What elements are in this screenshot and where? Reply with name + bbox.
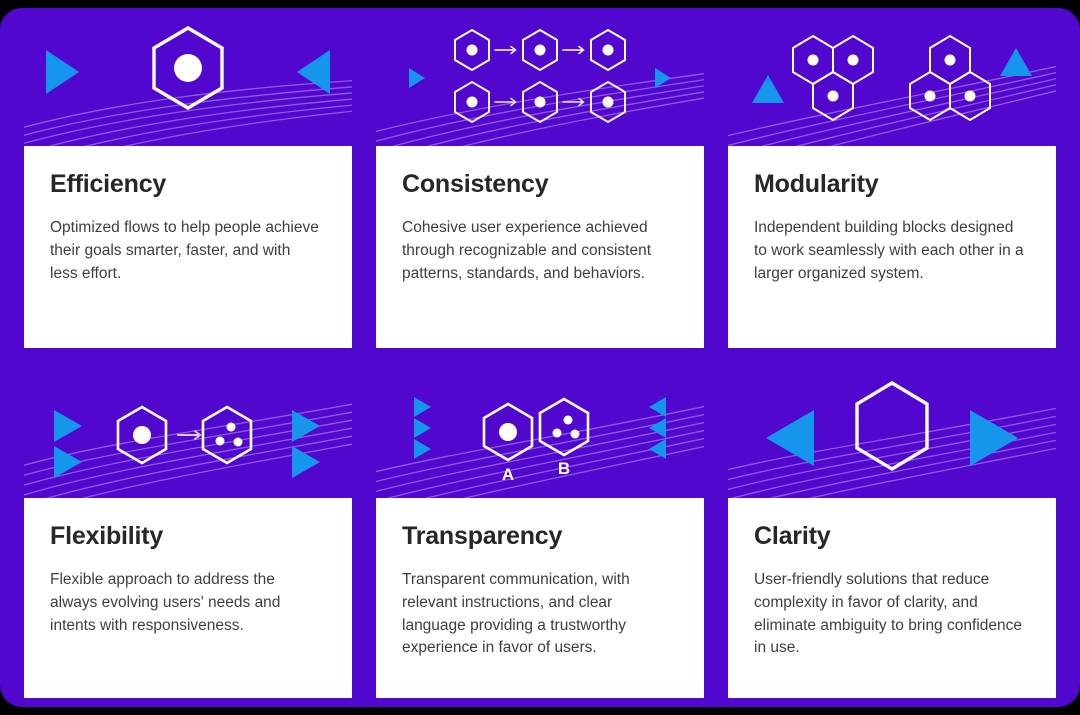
card-body-consistency: Consistency Cohesive user experience ach… (376, 146, 704, 348)
hexagon-dot (174, 54, 202, 82)
hexagon-dot (499, 423, 517, 441)
card-description: Independent building blocks designed to … (754, 219, 1024, 282)
hexagon-dot (226, 422, 236, 432)
hexagon-dot (233, 437, 243, 447)
hexagon-dot (466, 96, 478, 108)
arrow-right-icon (494, 97, 585, 107)
hexagon-cluster-left (792, 34, 874, 122)
triangle-right-icon (54, 446, 82, 478)
triangle-right-icon (54, 410, 82, 442)
hexagon-dot (602, 96, 614, 108)
card-consistency[interactable]: Consistency Cohesive user experience ach… (376, 10, 704, 348)
wave-lines (24, 80, 352, 146)
card-description: Cohesive user experience achieved throug… (402, 219, 652, 282)
wave-lines (728, 65, 1056, 146)
hexagon-dot (552, 428, 562, 438)
hexagon-dot (133, 426, 151, 444)
triangle-left-icon (649, 397, 666, 417)
triangle-up-icon (752, 75, 784, 103)
hexagon-dot (563, 415, 573, 425)
hexagon-dot (827, 90, 839, 102)
triangle-right-icon (414, 397, 431, 417)
hexagon-label-a: A (502, 465, 514, 484)
hexagon-dot (944, 54, 956, 66)
triangle-down-icon (1000, 48, 1032, 76)
triangle-left-icon (649, 418, 666, 438)
hexagon-dot (847, 54, 859, 66)
hexagon-row-top (454, 28, 626, 72)
card-clarity[interactable]: Clarity User-friendly solutions that red… (728, 364, 1056, 698)
card-body-transparency: Transparency Transparent communication, … (376, 498, 704, 698)
card-art-consistency (376, 10, 704, 146)
triangle-right-small-icon (409, 68, 425, 88)
hexagon-dot (964, 90, 976, 102)
triangle-left-icon (297, 50, 330, 94)
principles-board: Efficiency Optimized flows to help peopl… (0, 8, 1080, 707)
hexagon-dot (466, 44, 478, 56)
card-transparency[interactable]: A B Transparency Transparent communicati… (376, 364, 704, 698)
card-title: Modularity (754, 170, 879, 198)
card-efficiency[interactable]: Efficiency Optimized flows to help peopl… (24, 10, 352, 348)
hexagon-outline (116, 405, 168, 465)
hexagon-label-b: B (558, 459, 570, 478)
wave-lines (24, 403, 352, 498)
card-body-modularity: Modularity Independent building blocks d… (728, 146, 1056, 348)
hexagon-dot (570, 429, 580, 439)
card-art-flexibility (24, 364, 352, 498)
card-body-clarity: Clarity User-friendly solutions that red… (728, 498, 1056, 698)
card-title: Transparency (402, 522, 563, 550)
card-title: Efficiency (50, 170, 167, 198)
arrow-right-icon (494, 45, 585, 55)
card-flexibility[interactable]: Flexibility Flexible approach to address… (24, 364, 352, 698)
principles-grid: Efficiency Optimized flows to help peopl… (24, 10, 1056, 698)
triangle-right-small-icon (655, 68, 671, 88)
triangle-right-icon (292, 410, 320, 442)
hexagon-dot (534, 96, 546, 108)
hexagon-dot (215, 436, 225, 446)
hexagon-outline (201, 405, 253, 465)
card-body-efficiency: Efficiency Optimized flows to help peopl… (24, 146, 352, 348)
hexagon-outline-a (482, 402, 534, 462)
triangle-right-icon (970, 410, 1018, 466)
card-body-flexibility: Flexibility Flexible approach to address… (24, 498, 352, 698)
hexagon-outline (855, 381, 929, 471)
card-description: Transparent communication, with relevant… (402, 571, 630, 657)
hexagon-dot (807, 54, 819, 66)
card-art-transparency: A B (376, 364, 704, 498)
card-title: Consistency (402, 170, 549, 198)
hexagon-row-bottom (454, 80, 626, 124)
card-art-modularity (728, 10, 1056, 146)
triangle-right-icon (414, 439, 431, 459)
triangle-right-icon (46, 50, 79, 94)
card-art-clarity (728, 364, 1056, 498)
hexagon-dot (924, 90, 936, 102)
card-title: Flexibility (50, 522, 164, 550)
hexagon-dot (534, 44, 546, 56)
hexagon-outline (152, 26, 224, 110)
triangle-right-icon (414, 418, 431, 438)
card-art-efficiency (24, 10, 352, 146)
card-description: Optimized flows to help people achieve t… (50, 219, 319, 282)
hexagon-dot (602, 44, 614, 56)
hexagon-outline-b (538, 397, 590, 457)
triangle-left-icon (766, 410, 814, 466)
wave-lines (728, 407, 1056, 498)
triangle-left-icon (649, 439, 666, 459)
card-modularity[interactable]: Modularity Independent building blocks d… (728, 10, 1056, 348)
hexagon-cluster-right (909, 34, 991, 122)
arrow-right-icon (177, 430, 202, 440)
card-description: User-friendly solutions that reduce comp… (754, 571, 1022, 657)
card-title: Clarity (754, 522, 831, 550)
card-description: Flexible approach to address the always … (50, 571, 281, 634)
triangle-right-icon (292, 446, 320, 478)
